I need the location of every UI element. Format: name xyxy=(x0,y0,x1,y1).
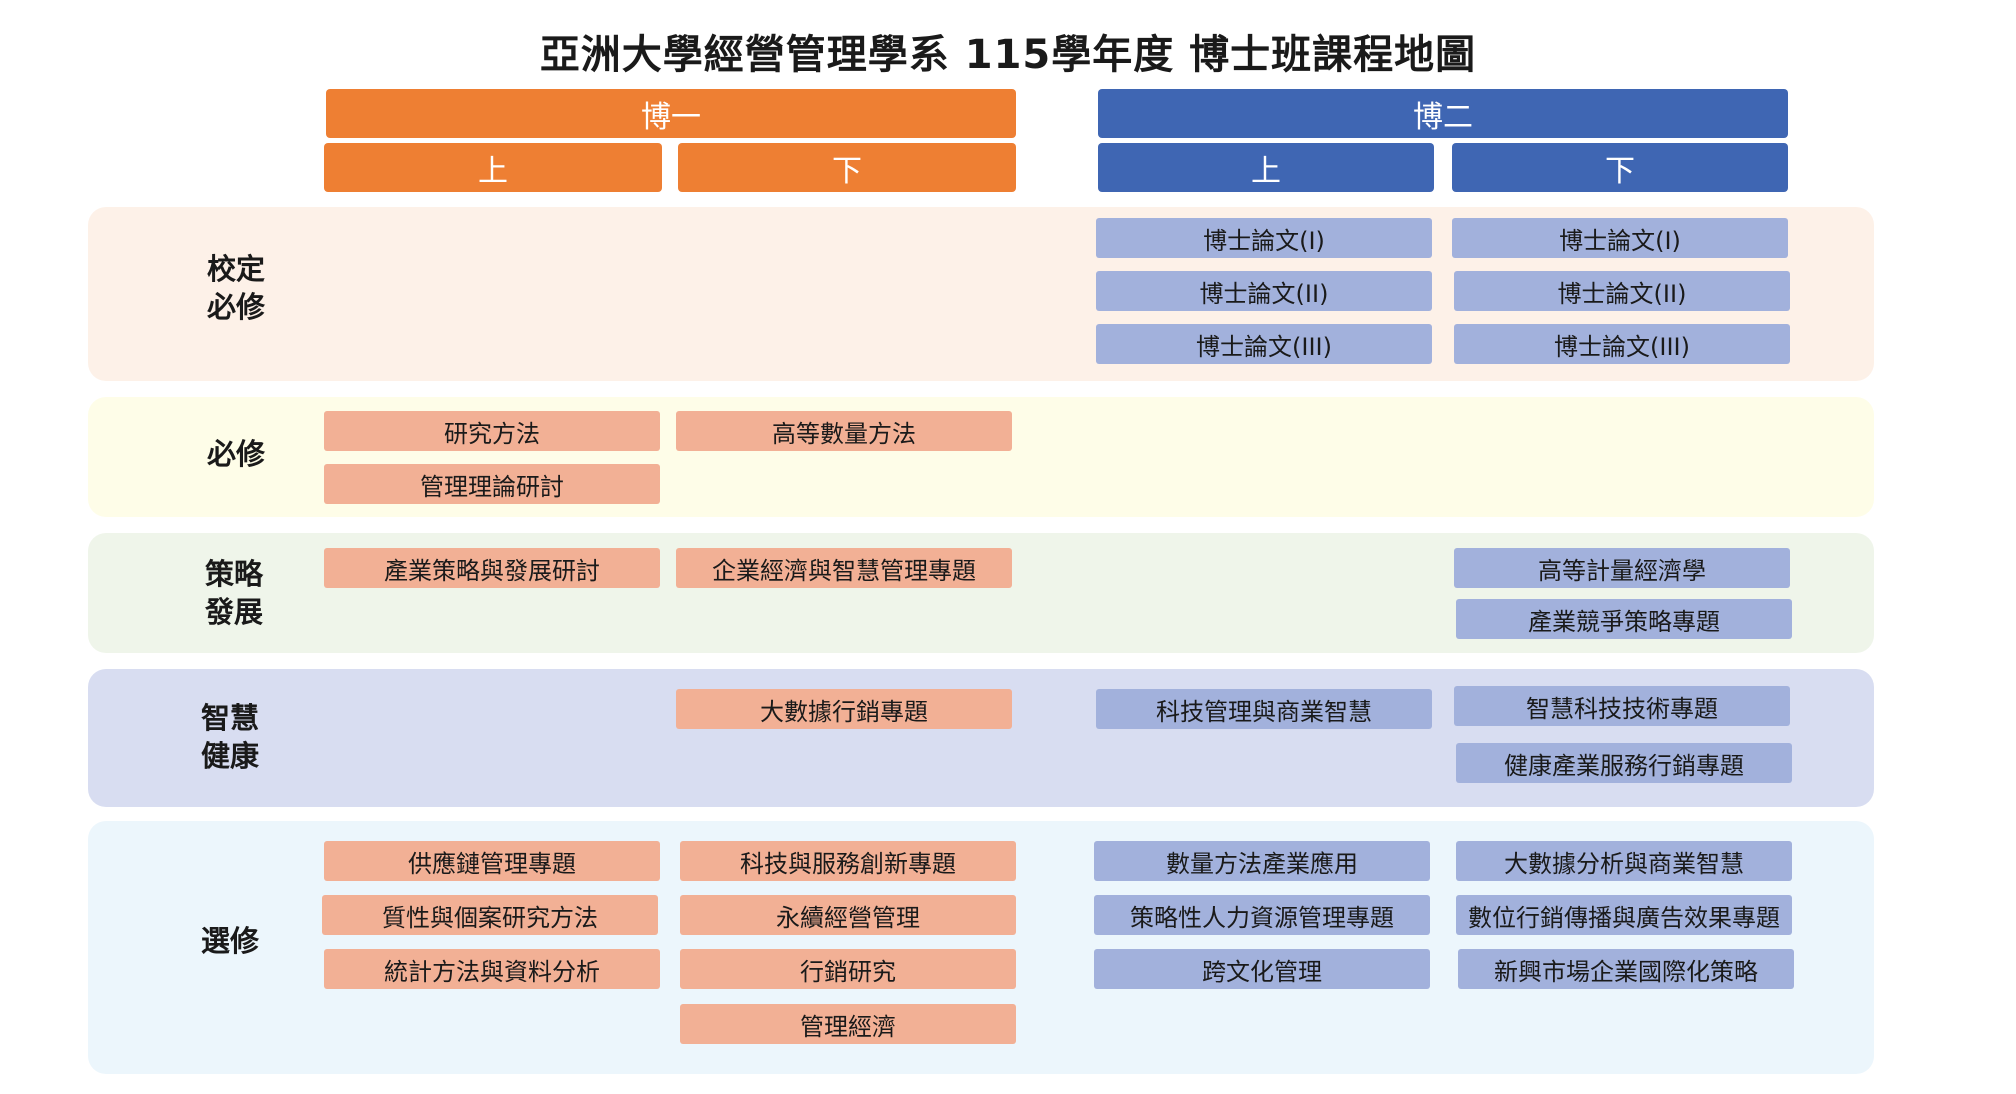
course-item: 大數據行銷專題 xyxy=(676,689,1012,729)
course-item: 科技管理與商業智慧 xyxy=(1096,689,1432,729)
course-item: 博士論文(II) xyxy=(1096,271,1432,311)
course-item: 產業策略與發展研討 xyxy=(324,548,660,588)
course-item: 統計方法與資料分析 xyxy=(324,949,660,989)
course-item: 數位行銷傳播與廣告效果專題 xyxy=(1456,895,1792,935)
semester-header-y1-s2: 下 xyxy=(678,143,1016,192)
course-item: 管理經濟 xyxy=(680,1004,1016,1044)
year-header-2: 博二 xyxy=(1098,89,1788,138)
course-item: 產業競爭策略專題 xyxy=(1456,599,1792,639)
course-item: 健康產業服務行銷專題 xyxy=(1456,743,1792,783)
course-item: 高等數量方法 xyxy=(676,411,1012,451)
course-item: 策略性人力資源管理專題 xyxy=(1094,895,1430,935)
course-item: 研究方法 xyxy=(324,411,660,451)
course-item: 智慧科技技術專題 xyxy=(1454,686,1790,726)
course-item: 供應鏈管理專題 xyxy=(324,841,660,881)
course-item: 跨文化管理 xyxy=(1094,949,1430,989)
course-item: 永續經營管理 xyxy=(680,895,1016,935)
course-item: 高等計量經濟學 xyxy=(1454,548,1790,588)
band-label-school-required: 校定 必修 xyxy=(206,252,265,324)
course-item: 博士論文(I) xyxy=(1452,218,1788,258)
page-title: 亞洲大學經營管理學系 115學年度 博士班課程地圖 xyxy=(539,32,1477,78)
course-item: 科技與服務創新專題 xyxy=(680,841,1016,881)
band-label-strategy: 策略 發展 xyxy=(204,557,263,629)
course-item: 管理理論研討 xyxy=(324,464,660,504)
semester-header-y2-s1: 上 xyxy=(1098,143,1434,192)
course-item: 博士論文(III) xyxy=(1454,324,1790,364)
course-item: 行銷研究 xyxy=(680,949,1016,989)
course-item: 博士論文(I) xyxy=(1096,218,1432,258)
course-item: 數量方法產業應用 xyxy=(1094,841,1430,881)
course-item: 大數據分析與商業智慧 xyxy=(1456,841,1792,881)
course-item: 博士論文(II) xyxy=(1454,271,1790,311)
semester-header-y2-s2: 下 xyxy=(1452,143,1788,192)
semester-header-y1-s1: 上 xyxy=(324,143,662,192)
course-item: 新興市場企業國際化策略 xyxy=(1458,949,1794,989)
year-header-1: 博一 xyxy=(326,89,1016,138)
course-item: 博士論文(III) xyxy=(1096,324,1432,364)
band-label-required: 必修 xyxy=(206,437,265,471)
course-item: 質性與個案研究方法 xyxy=(322,895,658,935)
course-item: 企業經濟與智慧管理專題 xyxy=(676,548,1012,588)
band-label-elective: 選修 xyxy=(200,924,259,958)
band-label-smart-health: 智慧 健康 xyxy=(200,701,259,773)
